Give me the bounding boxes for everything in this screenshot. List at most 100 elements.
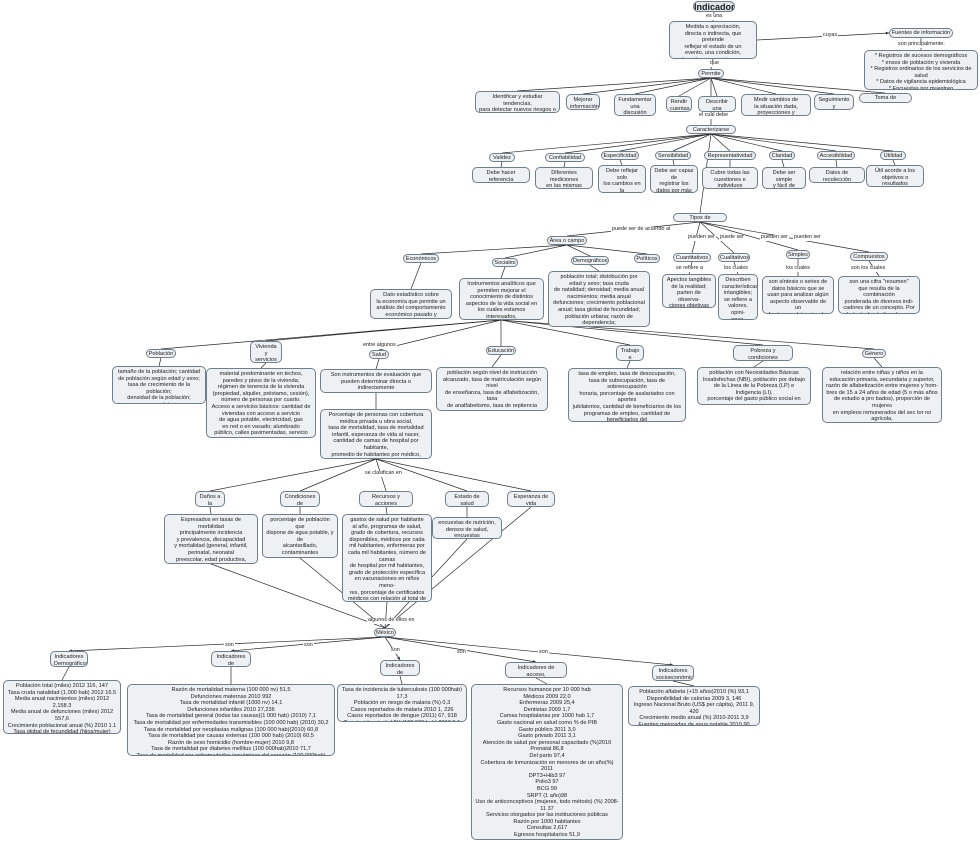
node-d-validez[interactable]: Debe hacer referencia a lo que procura m… — [472, 167, 530, 183]
node-validez[interactable]: Validez — [489, 153, 515, 162]
node-d-utilidad[interactable]: Útil acorde a los objetivos o resultados… — [866, 165, 924, 187]
node-l-morbilidad[interactable]: Tasa de incidencia de tuberculosis (100 … — [337, 684, 467, 722]
node-accesibilidad[interactable]: Accesibilidad — [817, 151, 855, 160]
node-d-sensibilidad[interactable]: Debe ser capaz de registrar los datos po… — [650, 165, 698, 193]
node-d-condiciones-san[interactable]: porcentaje de población que dispone de a… — [262, 514, 338, 558]
node-danos[interactable]: Daños a la salud — [195, 491, 225, 507]
node-poblacion[interactable]: Población — [146, 349, 176, 358]
node-utilidad[interactable]: Utilidad — [880, 151, 906, 160]
node-ind-morbilidad[interactable]: Indicadores de morbilidad — [380, 660, 420, 676]
connector-line — [634, 77, 712, 95]
node-toma-decisiones[interactable]: Toma de decisiones — [859, 93, 912, 103]
node-medida[interactable]: Medida o apreciación, directa o indirect… — [669, 21, 757, 59]
node-fuentes[interactable]: Fuentes de información — [889, 28, 953, 38]
label-pueden-ser-1: pueden ser — [687, 234, 716, 241]
node-d-especificidad[interactable]: Debe reflejar solo los cambios en la cue… — [598, 165, 646, 193]
node-confiabilidad[interactable]: Confiabilidad — [545, 153, 585, 162]
label-pueden-ser-4: pueden ser — [793, 234, 822, 241]
node-ind-acceso[interactable]: Indicadores de acceso, recursos y cobert… — [505, 662, 567, 678]
node-simples[interactable]: Simples — [786, 250, 810, 259]
node-especificidad[interactable]: Especificidad — [601, 151, 639, 160]
node-d-trabajo[interactable]: tasa de empleo, tasa de desocupación, ta… — [568, 368, 686, 422]
node-esperanza[interactable]: Esperanza de vida al nacer — [507, 491, 555, 507]
node-instrumentos[interactable]: Instrumentos analíticos que permiten mej… — [459, 278, 544, 320]
node-d-claridad[interactable]: Debe ser simple y fácil de inter- pretar — [762, 167, 806, 189]
node-demo-desc[interactable]: población total; distribución por edad y… — [548, 271, 650, 327]
node-trabajo[interactable]: Trabajo e ingresos — [616, 345, 644, 361]
node-economicos[interactable]: Económicos — [403, 254, 439, 263]
node-area[interactable]: Área o campo — [547, 236, 587, 245]
node-representatividad[interactable]: Representatividad — [704, 151, 756, 160]
node-describir-sit[interactable]: Describir una situación — [698, 96, 736, 112]
node-ind-demograficos[interactable]: Indicadores Demográficos — [50, 651, 88, 667]
node-l-acceso[interactable]: Recursos humanos por 10 000 hab Médicos … — [471, 684, 623, 840]
node-l-socio[interactable]: Población alfabeta (+15 años)2010 (%) 93… — [628, 686, 760, 726]
node-cualitativos[interactable]: Cualitativos — [718, 253, 750, 262]
node-d-poblacion[interactable]: tamaño de la población; cantidad de pobl… — [112, 366, 206, 404]
node-compuestos[interactable]: Compuestos — [850, 252, 888, 261]
node-d-danos[interactable]: Expresados en tasas de morbilidad princi… — [164, 514, 258, 564]
node-d-recursos-salud[interactable]: gastos de salud por habitante al año, pr… — [342, 514, 432, 602]
node-fundamentar[interactable]: Fundamentar una discusión de resultados — [614, 94, 656, 116]
node-pobreza[interactable]: Pobreza y condiciones de vida — [733, 345, 793, 361]
node-mejorar[interactable]: Mejorar información — [566, 94, 600, 110]
connector-line — [385, 506, 388, 515]
node-d-cualitativos[interactable]: Describen características intangibles; s… — [718, 274, 758, 320]
node-salud[interactable]: Salud — [369, 350, 389, 359]
connector-line — [265, 319, 502, 342]
node-sociales[interactable]: Sociales — [492, 258, 518, 267]
node-genero[interactable]: Género — [862, 349, 886, 358]
node-d-educacion[interactable]: población según nivel de instrucción alc… — [436, 367, 548, 411]
node-mexico[interactable]: México — [374, 628, 396, 637]
node-condiciones-san[interactable]: Condiciones de saneamiento — [280, 491, 320, 507]
node-cuantitativos[interactable]: Cuantitativos — [673, 253, 711, 262]
node-d-representatividad[interactable]: Cubre todas las cuestiones e individuos … — [702, 167, 758, 189]
node-ind-mortalidad[interactable]: Indicadores de Mortalidad — [211, 651, 251, 667]
node-dato-estadistico[interactable]: Dato estadístico sobre la economía que p… — [370, 289, 452, 319]
node-l-mortalidad[interactable]: Razón de mortalidad materna (100 000 nv)… — [127, 684, 335, 756]
node-d-estado-salud[interactable]: encuestas de nutrición, densos de salud,… — [432, 517, 502, 539]
node-educacion[interactable]: Educación — [486, 346, 516, 355]
node-l-demograficos[interactable]: Población total (miles) 2012 116, 147 Ta… — [3, 680, 121, 734]
node-estado-salud[interactable]: Estado de salud de las personas — [445, 491, 489, 507]
node-d-genero[interactable]: relación entre niñas y niños en la educa… — [822, 367, 942, 423]
node-seguimiento[interactable]: Seguimiento y evaluación — [814, 94, 854, 110]
node-caracterizarse[interactable]: Caracterizarse por: — [686, 125, 736, 134]
node-d-cuantitativos[interactable]: Apectos tangibles de la realidad; parten… — [662, 274, 716, 308]
node-permite[interactable]: Permite — [698, 69, 724, 78]
node-d-confiabilidad[interactable]: Diferentes mediciones en las mismas circ… — [535, 167, 593, 189]
node-fuentes-list[interactable]: * Registros de sucesos demográficos * en… — [864, 50, 978, 90]
node-sensibilidad[interactable]: Sensibilidad — [655, 151, 691, 160]
node-tipos[interactable]: Tipos de Indicadores — [673, 213, 727, 222]
connector-line — [378, 319, 502, 351]
node-ind-socio[interactable]: Indicadores socioeconómicos — [652, 665, 694, 681]
connector-line — [209, 458, 377, 492]
node-claridad[interactable]: Claridad — [769, 151, 795, 160]
node-demograficos[interactable]: Demográficos — [571, 256, 609, 265]
connector-line — [209, 506, 212, 515]
node-d-vivienda[interactable]: material predominante en techos, paredes… — [206, 368, 316, 438]
connector-line — [619, 133, 712, 152]
node-d-compuestos[interactable]: son una cifra "resumen" que resulta de l… — [838, 276, 920, 314]
node-indicador[interactable]: Indicador — [693, 1, 735, 12]
node-medir-cambios[interactable]: Medir cambios de la situación dada, proy… — [741, 94, 811, 116]
node-politicos[interactable]: Políticos — [634, 254, 660, 263]
node-identificar[interactable]: Identificar y estudiar tendencias, para … — [475, 91, 560, 113]
node-vivienda[interactable]: Vivienda y servicios básicos — [250, 341, 282, 363]
node-d-simples[interactable]: son síntesis o series de datos básicos q… — [762, 276, 834, 314]
connector-line — [710, 133, 783, 152]
node-rendir[interactable]: Rendir cuentas — [666, 96, 692, 112]
connector-line — [410, 262, 422, 290]
connector-line — [516, 77, 712, 92]
connector-line — [710, 77, 718, 97]
label-los-cuales-2: los cuales — [785, 265, 811, 272]
label-pueden-ser-3: pueden ser — [760, 234, 789, 241]
connector-line — [399, 675, 403, 685]
label-son-4: son — [456, 649, 467, 656]
label-son-1: son — [224, 642, 235, 649]
node-porcentaje-cobertura[interactable]: Porcentaje de personas con cobertura méd… — [320, 409, 432, 459]
node-d-pobreza[interactable]: población con Necesidades Básicas Insati… — [697, 367, 811, 405]
node-d-salud[interactable]: Son instrumentos de evaluación que puede… — [320, 369, 432, 393]
node-recursos-salud[interactable]: Recursos y acciones de salud — [359, 491, 413, 507]
